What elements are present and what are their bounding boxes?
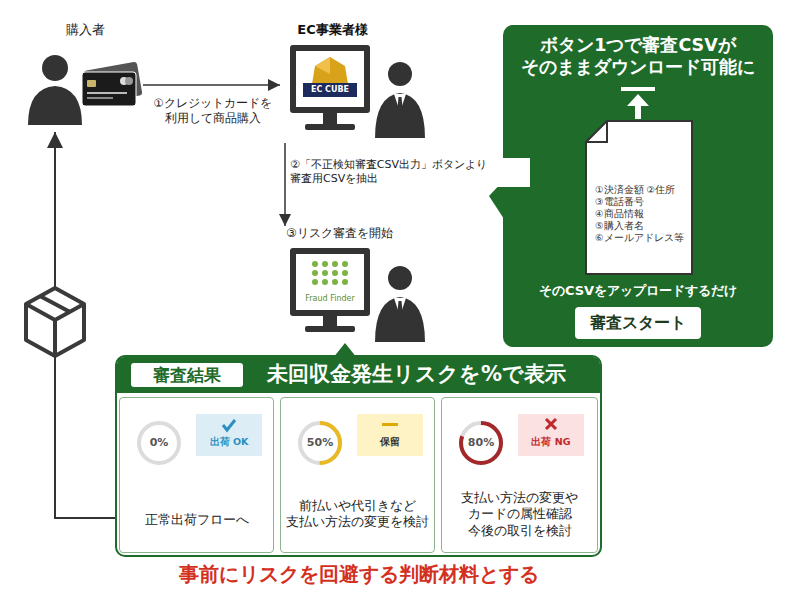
actor-box: 購入者 [28, 20, 143, 132]
hold-symbol [357, 414, 423, 436]
risk-gauge: 80% [456, 418, 506, 468]
system-box: ③リスク審査を開始 Fraud Finder [280, 226, 435, 344]
status-label: 出荷 NG [518, 436, 584, 448]
package-icon [26, 288, 84, 356]
card-text: 前払いや代引きなど 支払い方法の変更を検討 [285, 498, 430, 531]
edge-label: ②「不正検知審査CSV出力」ボタンより 審査用CSVを抽出 [290, 158, 530, 187]
risk-gauge: 0% [134, 418, 184, 468]
status-label: 出荷 OK [196, 436, 262, 448]
credit-card-icon [82, 62, 143, 106]
status-badge: 保留 [357, 414, 423, 456]
risk-percent: 50% [295, 418, 345, 468]
panel-note: そのCSVをアップロードするだけ [503, 283, 773, 300]
logo-text: EC CUBE [303, 83, 357, 97]
actor-label: EC事業者様 [280, 22, 385, 39]
ng-symbol [518, 414, 584, 436]
step-label: ③リスク審査を開始 [286, 226, 393, 242]
ec-monitor [290, 45, 370, 130]
start-button: 審査スタート [575, 307, 701, 339]
check-symbol [196, 414, 262, 436]
actor-label: 購入者 [28, 22, 143, 39]
result-card: 正常出荷フローへ 0% 出荷 OK [119, 397, 274, 553]
status-badge: 出荷 OK [196, 414, 262, 456]
card-text: 支払い方法の変更や カードの属性確認 今後の取引を検討 [446, 490, 593, 539]
info-panel: ボタン1つで審査CSVが そのままダウンロード可能にそのCSVをアップロードする… [503, 25, 773, 347]
result-panel: 審査結果未回収金発生リスクを%で表示正常出荷フローへ 0% 出荷 OK 前払いや代引き… [115, 355, 602, 557]
result-heading: 審査結果 [131, 363, 243, 387]
risk-percent: 0% [134, 418, 184, 468]
buyer-icon [28, 55, 82, 125]
field-list: ①決済金額 ②住所 ③電話番号 ④商品情報 ⑤購入者名 ⑥メールアドレス等 [595, 184, 684, 243]
edge-label: ①クレジットカードを 利用して商品購入 [150, 96, 275, 126]
risk-gauge: 50% [295, 418, 345, 468]
panel-title: ボタン1つで審査CSVが そのままダウンロード可能に [513, 34, 763, 79]
csv-document: ①決済金額 ②住所 ③電話番号 ④商品情報 ⑤購入者名 ⑥メールアドレス等 [585, 120, 693, 275]
result-subheading: 未回収金発生リスクを%で表示 [267, 361, 566, 388]
status-badge: 出荷 NG [518, 414, 584, 456]
flow-arrow [143, 84, 280, 86]
risk-percent: 80% [456, 418, 506, 468]
flow-arrow [284, 143, 286, 226]
system-box: EC事業者様 EC CUBE [280, 20, 385, 143]
status-label: 保留 [357, 436, 423, 448]
fraud-finder-monitor [290, 248, 370, 332]
result-card: 支払い方法の変更や カードの属性確認 今後の取引を検討 80% 出荷 NG [441, 397, 598, 553]
card-text: 正常出荷フローへ [120, 512, 273, 529]
caption: 事前にリスクを回避する判断材料とする [100, 561, 617, 587]
operator-icon [375, 62, 425, 138]
operator-icon [375, 266, 425, 342]
result-card: 前払いや代引きなど 支払い方法の変更を検討 50% 保留 [280, 397, 435, 553]
logo-text: Fraud Finder [296, 294, 364, 304]
button-label: 審査スタート [575, 307, 701, 339]
